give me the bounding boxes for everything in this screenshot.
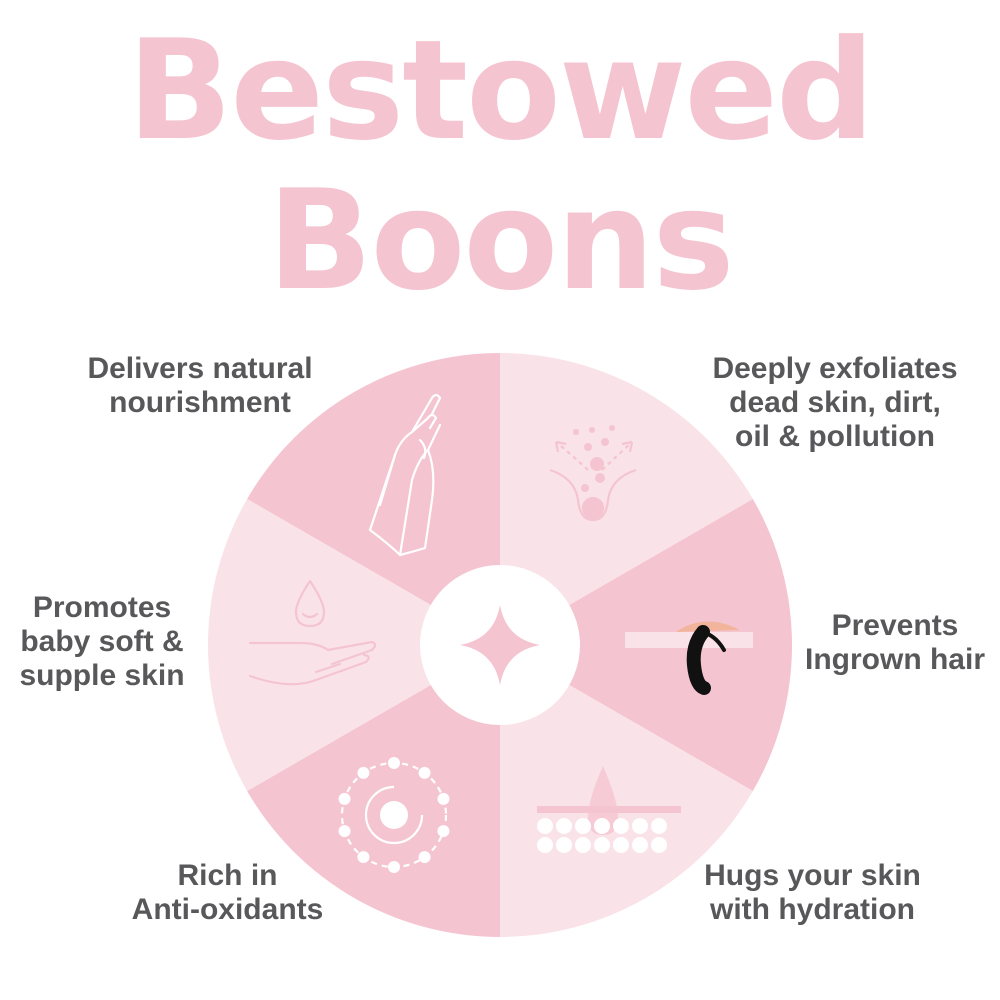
ingrown-hair-icon: [625, 621, 753, 695]
segment-exfoliates: [500, 352, 753, 645]
hydration-skin-icon: [537, 766, 681, 835]
segment-antioxidants: [247, 645, 500, 937]
molecule-electrons: [338, 757, 450, 873]
skin-cell: [651, 818, 667, 834]
skin-cell: [594, 818, 610, 834]
hydration-cells: [537, 818, 667, 853]
electron-dot: [437, 792, 450, 805]
skin-cell: [537, 837, 553, 853]
skin-cell: [537, 818, 553, 834]
hands-icon: [368, 393, 442, 557]
skin-cell: [651, 837, 667, 853]
skin-cell: [575, 818, 591, 834]
electron-dot: [437, 825, 450, 838]
title-line-2: Boons: [267, 160, 734, 321]
drop-on-hand-icon: [248, 579, 377, 686]
electron-dot: [357, 766, 370, 779]
segment-nourishment: [247, 353, 500, 645]
electron-dot: [338, 792, 351, 805]
pore-exfoliation-icon: [549, 425, 637, 522]
electron-dot: [388, 861, 400, 873]
skin-cell: [575, 837, 591, 853]
skin-cell: [632, 837, 648, 853]
electron-dot: [388, 757, 400, 769]
skin-cell: [632, 818, 648, 834]
skin-cell: [613, 837, 629, 853]
skin-cell: [594, 837, 610, 853]
skin-cell: [556, 818, 572, 834]
sparkle-icon: [460, 605, 540, 685]
electron-dot: [418, 766, 431, 779]
title-line-1: Bestowed: [127, 10, 875, 171]
electron-dot: [418, 851, 431, 864]
skin-cell: [613, 818, 629, 834]
segment-hydration: [500, 645, 753, 937]
electron-dot: [357, 851, 370, 864]
electron-dot: [338, 825, 351, 838]
skin-cell: [556, 837, 572, 853]
